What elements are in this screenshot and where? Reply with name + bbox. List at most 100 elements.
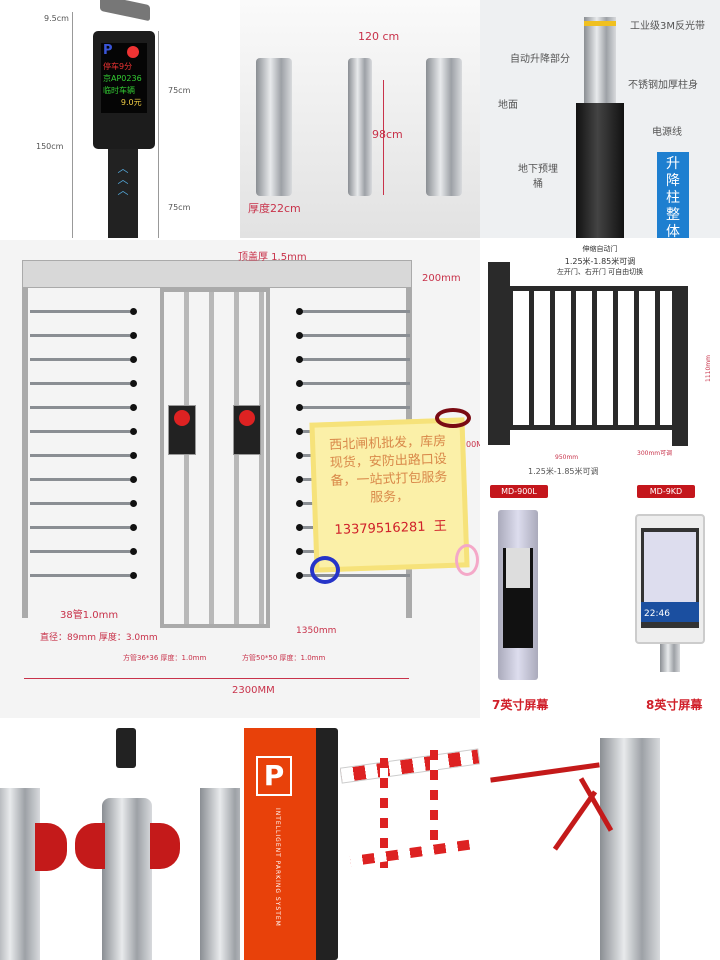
turnstile-roof <box>22 260 412 288</box>
arm-end-cap <box>130 308 137 315</box>
arm-end-cap <box>296 548 303 555</box>
bollard-label: 地面 <box>498 100 518 111</box>
contact-name: 王 <box>433 519 448 535</box>
display-line: 9.0元 <box>120 98 142 107</box>
turnstile-arm <box>30 382 130 385</box>
phone-number: 13379516281 <box>334 519 426 538</box>
arm-end-cap <box>130 428 137 435</box>
turnstile-arm <box>30 502 130 505</box>
gate-width: 950mm <box>555 454 579 461</box>
red-flap <box>75 823 105 869</box>
circle-mark <box>455 544 479 576</box>
arm-end-cap <box>130 404 137 411</box>
bollard-label: 不锈钢加厚柱身 <box>628 80 698 91</box>
arm-end-cap <box>296 452 303 459</box>
vertical-text: INTELLIGENT PARKING SYSTEM <box>274 808 281 927</box>
gate-post <box>488 262 510 445</box>
face-terminal-7inch <box>498 510 538 680</box>
arm-end-cap <box>296 476 303 483</box>
gate-height: 1110mm <box>704 355 712 382</box>
fence-boom <box>340 748 480 784</box>
dimension-label: 75cm <box>168 203 191 212</box>
turnstile-arm <box>300 574 410 577</box>
turnstile-rotor <box>160 288 270 628</box>
note-text: 西北闸机批发，库房现货，安防出路口设备，一站式打包服务服务， <box>328 433 448 506</box>
bollard-base <box>576 103 624 238</box>
turnstile-arm <box>30 574 130 577</box>
flap-barrier-cabinet <box>0 788 40 960</box>
tripod-turnstile-tile <box>480 718 720 960</box>
turnstile-arm <box>300 334 410 337</box>
bollard-label: 电源线 <box>652 127 682 138</box>
turnstile-arm <box>30 454 130 457</box>
arm-end-cap <box>130 500 137 507</box>
red-flap <box>35 823 67 871</box>
spec-label: 00MM <box>466 440 480 449</box>
turnstile-arm <box>30 478 130 481</box>
sticky-note: 西北闸机批发，库房现货，安防出路口设备，一站式打包服务服务， 133795162… <box>309 417 470 573</box>
spec-label: 2300MM <box>232 685 275 696</box>
camera <box>100 0 150 22</box>
bollard-label: 地下预埋桶 <box>518 164 558 190</box>
arm-end-cap <box>130 524 137 531</box>
dimension-label: 150cm <box>36 142 64 151</box>
spec-label: 直径：89mm 厚度：3.0mm <box>40 633 158 643</box>
arm-end-cap <box>130 356 137 363</box>
arm-end-cap <box>296 500 303 507</box>
turnstile-arm <box>30 310 130 313</box>
dimension-label: 120 cm <box>358 30 400 43</box>
screen-caption: 8英寸屏幕 <box>646 698 703 712</box>
gate-panel <box>508 286 688 430</box>
parking-barrier-tile: P INTELLIGENT PARKING SYSTEM <box>240 718 340 960</box>
parking-terminal-tile: P 停车9分 京AP0236 临时车辆 9.0元 ︿︿︿ 9.5cm 75cm … <box>0 0 240 238</box>
spec-label: 1350mm <box>296 626 337 636</box>
turnstile-arm <box>30 334 130 337</box>
swing-gate-tile: 120 cm 98cm 厚度22cm <box>240 0 480 238</box>
bollard-label: 工业级3M反光带 <box>630 21 705 32</box>
terminal-display: P 停车9分 京AP0236 临时车辆 9.0元 <box>93 31 155 149</box>
display-line: 京AP0236 <box>103 74 142 83</box>
gate-range: 1.25米-1.85米可调 <box>564 257 636 266</box>
bollard-tile: 工业级3M反光带 自动升降部分 不锈钢加厚柱身 地面 电源线 地下预埋桶 升降柱… <box>480 0 720 238</box>
arm-end-cap <box>296 524 303 531</box>
telescopic-gate-tile: 伸缩自动门 1.25米-1.85米可调 左开门、右开门 可自由切换 950mm … <box>480 240 720 500</box>
arm-end-cap <box>130 548 137 555</box>
stop-light-icon <box>127 46 139 58</box>
no-entry-sign <box>233 405 261 455</box>
arm-end-cap <box>296 308 303 315</box>
turnstile-arm <box>30 358 130 361</box>
arm-end-cap <box>296 428 303 435</box>
circle-mark <box>310 556 340 584</box>
gate-pillar <box>426 58 462 196</box>
turnstile-arm <box>300 310 410 313</box>
no-entry-sign <box>168 405 196 455</box>
model-badge: MD-900L <box>490 485 548 498</box>
dimension-label: 厚度22cm <box>248 202 301 215</box>
bollard-top <box>584 17 616 103</box>
gate-bottom-range: 1.25米-1.85米可调 <box>528 467 599 476</box>
arm-end-cap <box>296 356 303 363</box>
flap-barrier-cabinet <box>102 798 152 960</box>
face-terminal-8inch: 22:46 <box>635 514 705 644</box>
arm-end-cap <box>296 332 303 339</box>
arm-end-cap <box>296 404 303 411</box>
dimension-label: 98cm <box>372 128 403 141</box>
arm-end-cap <box>130 452 137 459</box>
spec-label: 38管1.0mm <box>60 610 119 621</box>
barrier-cabinet: P INTELLIGENT PARKING SYSTEM <box>244 728 338 960</box>
turnstile-arm <box>300 406 410 409</box>
gate-pillar <box>348 58 372 196</box>
turnstile-arm <box>30 550 130 553</box>
gate-subtitle: 左开门、右开门 可自由切换 <box>556 268 644 276</box>
red-flap <box>150 823 180 869</box>
dimension-label: 9.5cm <box>44 14 69 23</box>
spec-label: 顶盖厚 1.5mm <box>238 252 307 263</box>
model-badge: MD-9KD <box>637 485 695 498</box>
circle-mark <box>435 408 471 428</box>
gate-adjust: 300mm可调 <box>637 450 673 457</box>
parking-symbol: P <box>103 43 113 58</box>
arm-end-cap <box>130 476 137 483</box>
parking-symbol: P <box>256 756 292 796</box>
screen-caption: 7英寸屏幕 <box>492 698 549 712</box>
arm-end-cap <box>296 572 303 579</box>
